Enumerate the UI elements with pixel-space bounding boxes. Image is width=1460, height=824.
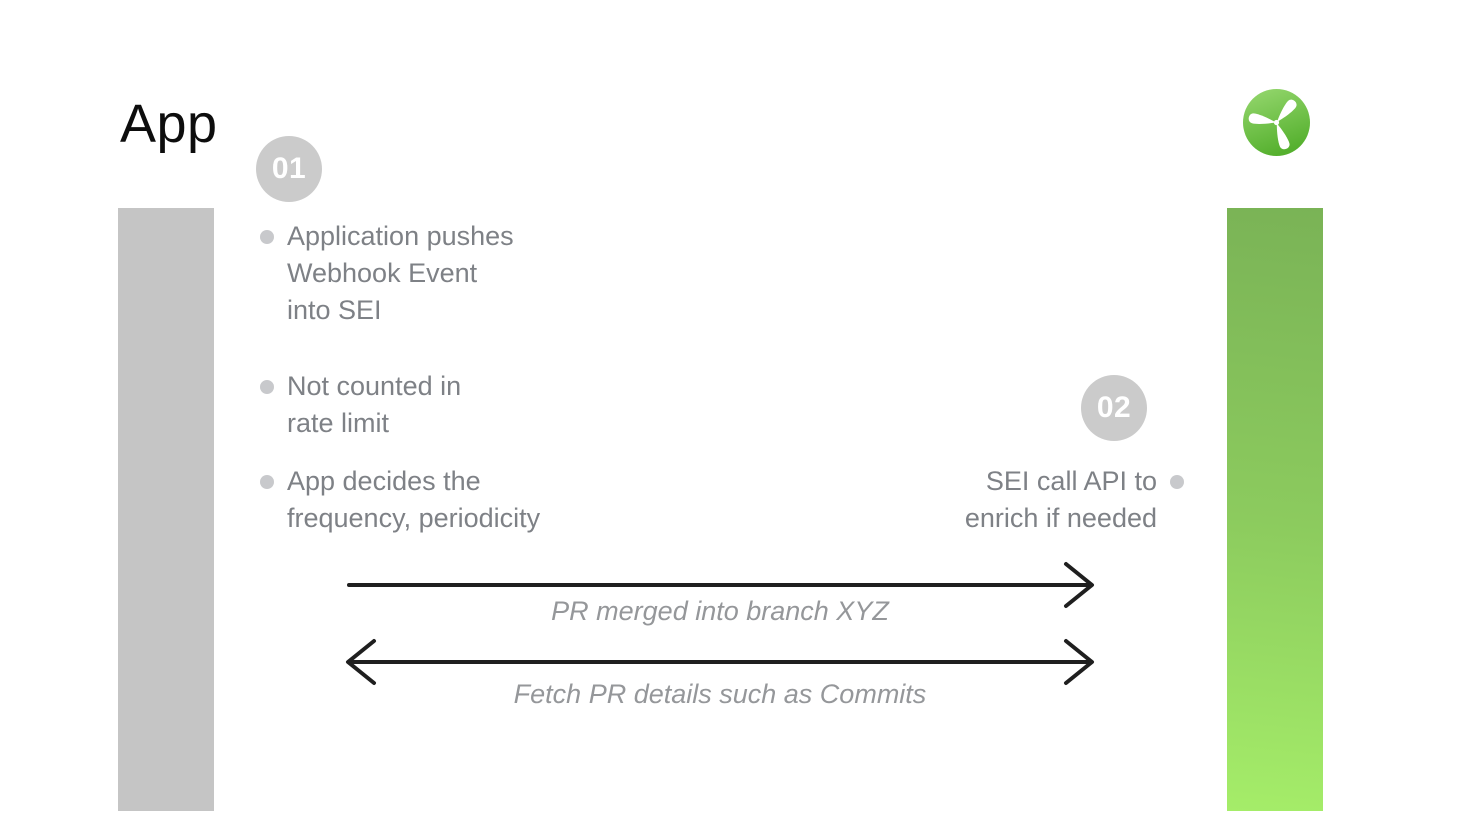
arrow-label: PR merged into branch XYZ xyxy=(551,596,889,626)
bullet-dot-icon xyxy=(1170,475,1184,489)
arrow-right-icon xyxy=(347,562,1094,608)
list-item: Not counted in rate limit xyxy=(260,368,461,442)
flow-arrows xyxy=(346,562,1094,685)
bullet-text: SEI call API to enrich if needed xyxy=(964,466,1157,533)
arrow-double-icon xyxy=(346,639,1094,685)
bullet-text: App decides the frequency, periodicity xyxy=(287,466,541,533)
bullet-text: Application pushes Webhook Event into SE… xyxy=(287,221,514,325)
sei-logo xyxy=(1243,89,1310,156)
list-item: Application pushes Webhook Event into SE… xyxy=(260,218,514,329)
bullet-dot-icon xyxy=(260,475,274,489)
bullet-dot-icon xyxy=(260,230,274,244)
propeller-icon xyxy=(1243,89,1310,156)
step-badge-02: 02 xyxy=(1081,375,1147,441)
bullet-text: Not counted in rate limit xyxy=(287,371,462,438)
bullet-dot-icon xyxy=(260,380,274,394)
page-title: App xyxy=(120,94,218,154)
sei-lane-bar xyxy=(1227,208,1323,811)
arrow-label: Fetch PR details such as Commits xyxy=(513,679,927,709)
list-item: SEI call API to enrich if needed xyxy=(965,463,1184,537)
app-lane-bar xyxy=(118,208,214,811)
list-item: App decides the frequency, periodicity xyxy=(260,463,540,537)
step-badge-01: 01 xyxy=(256,136,322,202)
